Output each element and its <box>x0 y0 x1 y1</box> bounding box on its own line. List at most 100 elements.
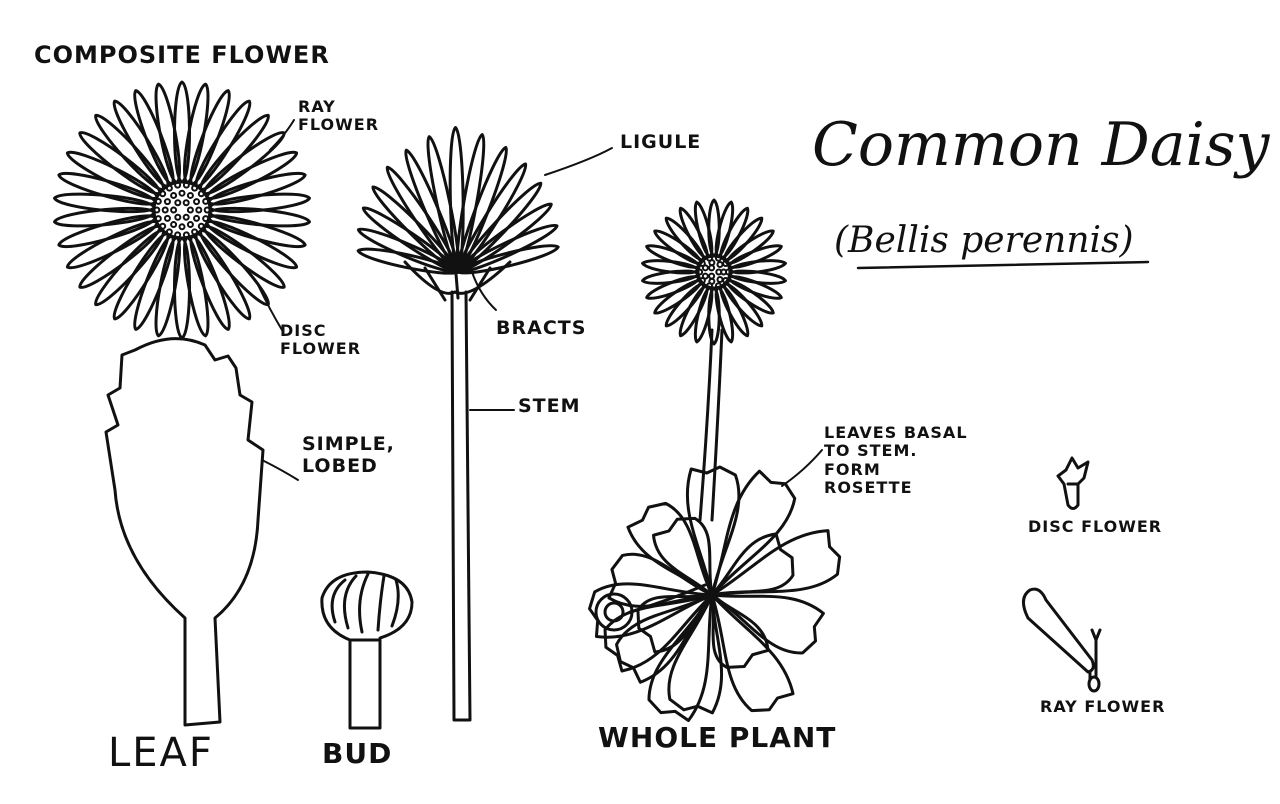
disc-floret-dot <box>174 181 182 189</box>
disc-floret-dot <box>696 268 704 276</box>
ray-petal <box>173 236 191 340</box>
ray-petal <box>205 150 299 200</box>
ray-petal <box>194 232 252 321</box>
ray-petal <box>645 275 701 300</box>
ray-petal <box>714 200 735 258</box>
disc-floret-dot <box>182 181 190 189</box>
ray-petal <box>154 236 181 338</box>
side-view-flower-drawing <box>356 126 560 722</box>
disc-floret-dot <box>706 282 714 290</box>
ray-petal <box>78 225 162 289</box>
rosette-leaf <box>615 593 714 684</box>
ray-petal <box>653 279 703 315</box>
disc-floret-dot <box>714 282 722 290</box>
ray-petal <box>207 214 307 248</box>
simple-lobed-label: SIMPLE, LOBED <box>302 433 395 477</box>
ray-petal <box>707 286 721 346</box>
ligule-petal <box>385 165 460 274</box>
ligule-petal <box>426 135 461 274</box>
ray-petal <box>78 131 162 195</box>
ray-petal <box>678 284 709 338</box>
disc-floret-dot <box>197 190 205 198</box>
disc-flower-label: DISC FLOWER <box>280 321 362 359</box>
ray-petal <box>112 99 170 188</box>
rosette-leaf <box>651 516 714 597</box>
ray-petal <box>208 192 311 214</box>
ray-petal <box>189 89 231 186</box>
ray-petal <box>65 220 159 270</box>
disc-flower-small-label: DISC FLOWER <box>1028 517 1163 536</box>
ray-petal <box>727 275 783 300</box>
rosette-leaf <box>710 469 797 597</box>
ray-petal <box>728 269 787 285</box>
ray-petal <box>57 214 157 248</box>
ray-petal <box>189 234 231 331</box>
disc-floret-dot <box>203 206 211 214</box>
ray-petal <box>133 234 175 331</box>
disc-floret-dot <box>202 215 210 223</box>
ray-petal <box>707 198 721 258</box>
ray-petal <box>723 282 764 328</box>
ray-petal <box>112 232 170 321</box>
disc-floret-dot <box>716 276 724 284</box>
disc-floret-dot <box>154 197 162 205</box>
bud-drawing <box>320 570 414 730</box>
ray-petal <box>94 229 165 307</box>
disc-floret-dot <box>163 214 171 222</box>
ligule-petal <box>456 145 508 274</box>
disc-floret-dot <box>182 199 190 207</box>
disc-floret-dot <box>165 228 173 236</box>
ray-petal <box>207 172 307 206</box>
rosette-leaf <box>710 593 795 713</box>
rosette-leaf <box>647 593 714 723</box>
ray-petal <box>723 216 764 262</box>
disc-floret-dot <box>154 215 162 223</box>
ray-petal <box>728 259 787 275</box>
ray-petal <box>725 279 775 315</box>
disc-floret-dot <box>722 260 730 268</box>
disc-floret-dot <box>178 223 186 231</box>
rosette-leaf <box>710 593 770 669</box>
whole-plant-rosette-drawing <box>588 328 842 723</box>
disc-floret-dot <box>174 213 182 221</box>
ray-petal <box>714 286 735 344</box>
rosette-leaf <box>588 582 714 639</box>
ray-petal <box>202 225 286 289</box>
ray-petal <box>664 282 705 328</box>
bud-caption: BUD <box>322 737 393 770</box>
disc-floret-dot <box>186 221 194 229</box>
disc-floret-dot <box>195 206 203 214</box>
rosette-leaf <box>636 593 714 654</box>
disc-floret-dot <box>724 268 732 276</box>
disc-floret-dot <box>182 213 190 221</box>
ray-petal <box>94 113 165 191</box>
ligule-petal <box>404 148 460 274</box>
ray-petal <box>183 236 210 338</box>
disc-floret-dot <box>706 254 714 262</box>
ray-petal <box>719 206 750 260</box>
leader-lines <box>257 119 823 487</box>
leaf-caption: LEAF <box>108 730 214 776</box>
disc-floret-dot <box>153 206 161 214</box>
disc-floret-dot <box>202 197 210 205</box>
ray-petal <box>65 150 159 200</box>
ray-petal <box>678 206 709 260</box>
disc-floret-dot <box>165 184 173 192</box>
ray-petal <box>205 220 299 270</box>
scientific-name-underline <box>856 260 1150 270</box>
ray-floret-drawing <box>1022 587 1102 693</box>
ray-flower-label: RAY FLOWER <box>298 97 380 135</box>
ray-petal <box>57 172 157 206</box>
disc-floret-dot <box>191 184 199 192</box>
ray-petal <box>641 269 700 285</box>
disc-floret-dot <box>170 221 178 229</box>
disc-floret-dot <box>193 198 201 206</box>
ligule-petal <box>456 244 560 275</box>
ray-petal <box>727 244 783 269</box>
ligule-petal <box>455 133 486 274</box>
stem-label: STEM <box>518 395 581 417</box>
leaves-basal-label: LEAVES BASAL TO STEM. FORM ROSETTE <box>824 423 968 498</box>
ray-petal <box>183 82 210 184</box>
ray-petal <box>154 82 181 184</box>
